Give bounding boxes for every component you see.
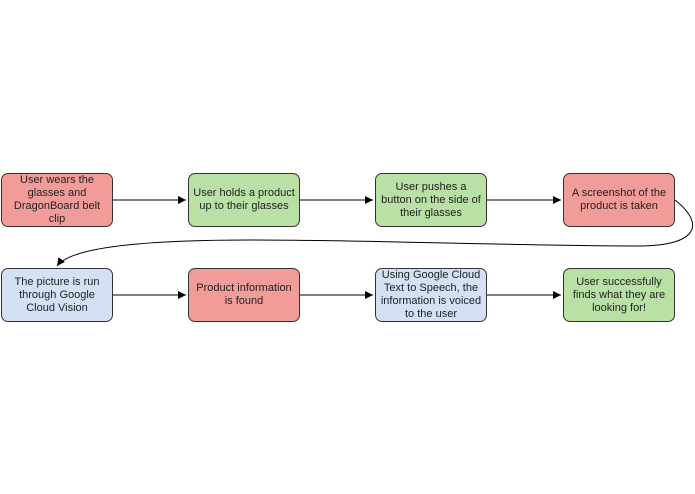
step-2-label: User holds a product up to their glasses <box>193 187 295 212</box>
step-7-label: Using Google Cloud Text to Speech, the i… <box>380 269 482 320</box>
step-5-label: The picture is run through Google Cloud … <box>14 275 100 314</box>
step-6-label: Product information is found <box>196 282 292 307</box>
step-6-box: Product information is found <box>188 268 300 322</box>
step-8-box: User successfully finds what they are lo… <box>563 268 675 322</box>
step-8-label: User successfully finds what they are lo… <box>572 275 666 314</box>
step-7-box: Using Google Cloud Text to Speech, the i… <box>375 268 487 322</box>
step-3-label: User pushes a button on the side of thei… <box>381 180 481 219</box>
arrow-step4-to-step5 <box>56 199 694 267</box>
step-3-box: User pushes a button on the side of thei… <box>375 173 487 227</box>
step-5-box: The picture is run through Google Cloud … <box>1 268 113 322</box>
step-1-label: User wears the glasses and DragonBoard b… <box>13 174 101 225</box>
step-2-box: User holds a product up to their glasses <box>188 173 300 227</box>
step-1-box: User wears the glasses and DragonBoard b… <box>1 173 113 227</box>
step-4-box: A screenshot of the product is taken <box>563 173 675 227</box>
step-4-label: A screenshot of the product is taken <box>571 187 667 212</box>
